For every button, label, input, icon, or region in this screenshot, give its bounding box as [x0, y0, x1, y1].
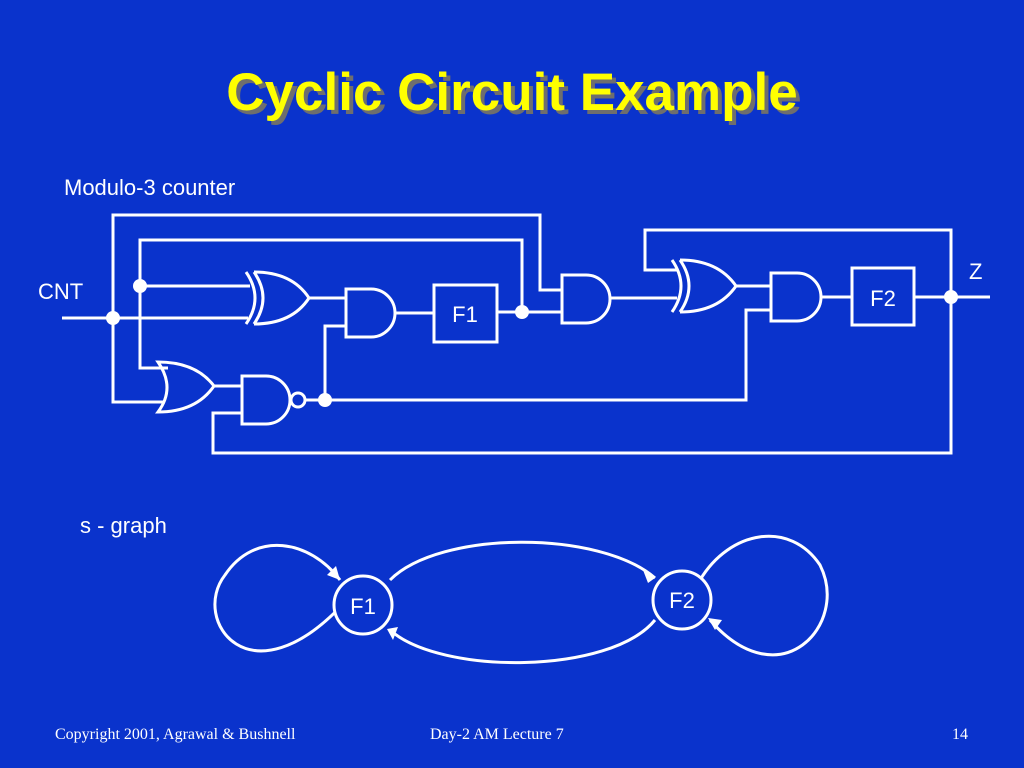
sgraph-node-f2	[651, 569, 713, 631]
sgraph-edges	[213, 534, 829, 664]
xor-gate-2	[670, 258, 738, 314]
circuit-label: Modulo-3 counter	[64, 175, 236, 200]
and-gate-2	[560, 273, 612, 325]
flipflop-f2-box	[850, 266, 916, 327]
slide-title: Cyclic Circuit Example	[226, 63, 798, 122]
xor-gate-1	[244, 270, 311, 326]
and-gate-3	[769, 271, 823, 323]
circuit-junctions	[106, 279, 958, 407]
sgraph-node-f1	[332, 574, 394, 636]
nand-gate	[240, 374, 307, 426]
sgraph-nodes	[332, 569, 713, 636]
graph-label: s - graph	[80, 513, 167, 538]
footer-lecture: Day-2 AM Lecture 7	[430, 726, 564, 743]
sgraph-node-f1-label: F1	[350, 594, 376, 619]
flipflop-f1-box	[432, 283, 499, 344]
or-gate	[155, 360, 216, 414]
and-gate-1	[344, 287, 397, 339]
sgraph-arrowheads	[327, 566, 722, 640]
footer-copyright: Copyright 2001, Agrawal & Bushnell	[55, 726, 296, 743]
circuit-wires	[62, 213, 990, 455]
footer-page-number: 14	[952, 726, 968, 743]
z-label: Z	[969, 259, 982, 284]
flipflop-f2-label: F2	[870, 286, 896, 311]
flipflop-f1-label: F1	[452, 302, 478, 327]
sgraph-node-f2-label: F2	[669, 588, 695, 613]
cnt-label: CNT	[38, 279, 83, 304]
